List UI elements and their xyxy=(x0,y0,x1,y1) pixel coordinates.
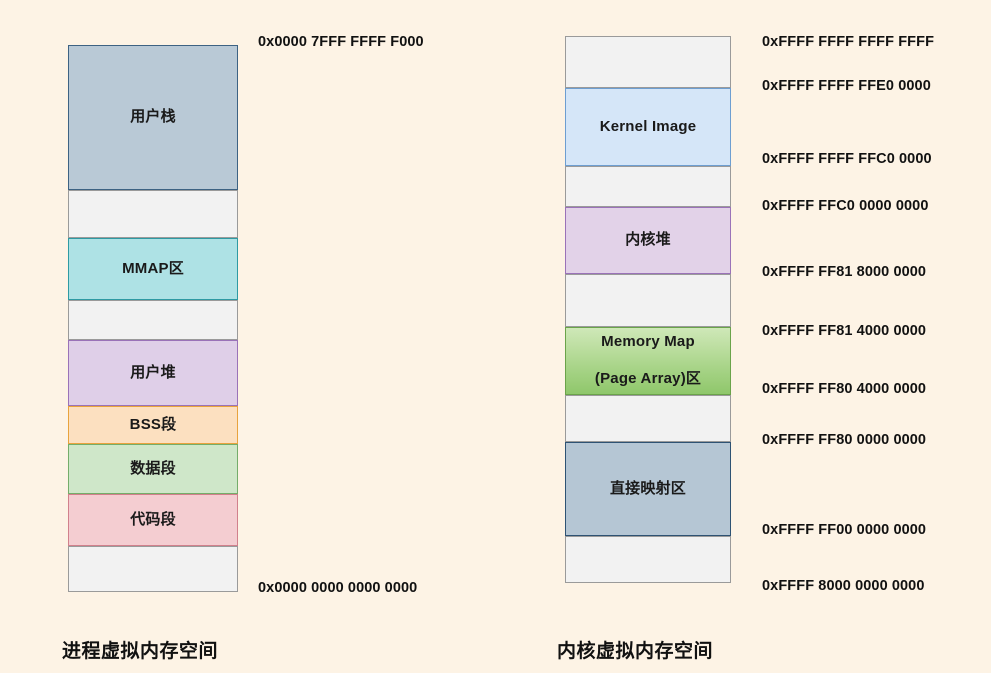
process-block-label: 代码段 xyxy=(130,510,176,528)
process-block-data: 数据段 xyxy=(68,444,238,494)
kernel-address-3: 0xFFFF FFC0 0000 0000 xyxy=(762,198,929,214)
kernel-block-label: Kernel Image xyxy=(599,117,697,135)
kernel-address-0: 0xFFFF FFFF FFFF FFFF xyxy=(762,34,935,50)
kernel-block-gap xyxy=(565,395,731,442)
kernel-block-kimage: Kernel Image xyxy=(565,88,731,166)
process-block-label: MMAP区 xyxy=(122,259,184,277)
kernel-block-kheap: 内核堆 xyxy=(565,207,731,274)
process-block-label: 数据段 xyxy=(130,459,176,477)
kernel-memory-column: Kernel Image 内核堆 Memory Map (Page Array)区直接… xyxy=(565,36,731,583)
kernel-address-7: 0xFFFF FF80 0000 0000 xyxy=(762,432,927,448)
kernel-block-gap xyxy=(565,536,731,583)
process-space-caption: 进程虚拟内存空间 xyxy=(62,641,219,662)
kernel-block-label: 内核堆 xyxy=(625,231,671,249)
kernel-block-gap xyxy=(565,166,731,207)
kernel-block-directmap: 直接映射区 xyxy=(565,442,731,536)
kernel-block-memmap: Memory Map (Page Array)区 xyxy=(565,327,731,395)
process-block-gap xyxy=(68,190,238,238)
process-block-heap: 用户堆 xyxy=(68,340,238,406)
process-block-stack: 用户栈 xyxy=(68,45,238,190)
kernel-address-5: 0xFFFF FF81 4000 0000 xyxy=(762,323,927,339)
kernel-address-8: 0xFFFF FF00 0000 0000 xyxy=(762,522,927,538)
kernel-address-4: 0xFFFF FF81 8000 0000 xyxy=(762,264,927,280)
kernel-block-gap xyxy=(565,36,731,88)
kernel-address-2: 0xFFFF FFFF FFC0 0000 xyxy=(762,151,932,167)
kernel-block-label: 直接映射区 xyxy=(609,479,686,497)
process-top-address: 0x0000 7FFF FFFF F000 xyxy=(258,34,424,50)
kernel-block-gap xyxy=(565,274,731,327)
process-block-label: BSS段 xyxy=(129,415,177,433)
process-bottom-address: 0x0000 0000 0000 0000 xyxy=(258,580,418,596)
process-block-label: 用户栈 xyxy=(130,108,176,126)
kernel-block-label: (Page Array)区 xyxy=(594,370,702,388)
process-block-gap xyxy=(68,546,238,592)
process-block-bss: BSS段 xyxy=(68,406,238,444)
kernel-space-caption: 内核虚拟内存空间 xyxy=(557,641,714,662)
kernel-address-9: 0xFFFF 8000 0000 0000 xyxy=(762,578,925,594)
process-block-gap xyxy=(68,300,238,340)
kernel-block-label: Memory Map xyxy=(601,332,695,350)
kernel-address-1: 0xFFFF FFFF FFE0 0000 xyxy=(762,78,931,94)
process-memory-column: 用户栈 MMAP区用户堆 BSS段数据段代码段 xyxy=(68,45,238,592)
process-block-text: 代码段 xyxy=(68,494,238,546)
process-block-label: 用户堆 xyxy=(130,363,176,381)
process-block-mmap: MMAP区 xyxy=(68,238,238,300)
kernel-address-6: 0xFFFF FF80 4000 0000 xyxy=(762,381,927,397)
